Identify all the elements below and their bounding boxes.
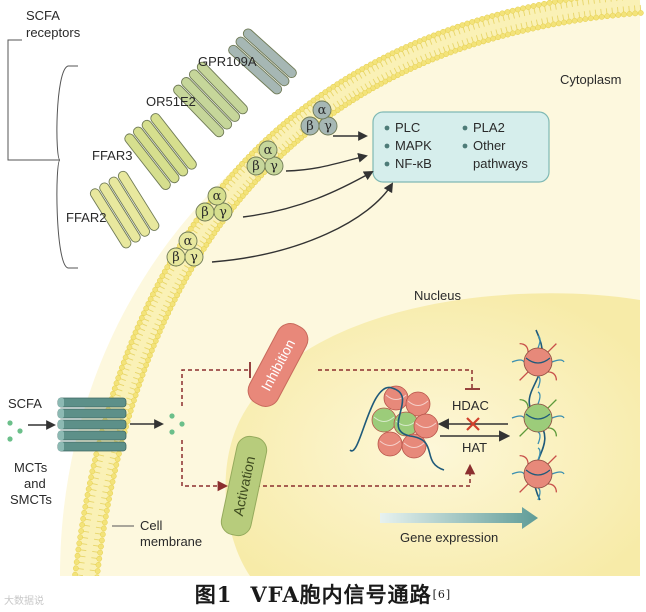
beta-subunit-label: β — [306, 119, 314, 134]
gene-expression-label: Gene expression — [400, 530, 498, 545]
gamma-subunit-label: γ — [190, 250, 198, 265]
scfa-molecules-outside — [7, 420, 23, 442]
open-chromatin — [511, 329, 565, 501]
receptor-arrows — [211, 131, 394, 263]
receptor-label-ffar3: FFAR3 — [92, 148, 132, 163]
pathway-item-other: Other — [473, 138, 506, 153]
pathway-item-pathways: pathways — [473, 156, 528, 171]
gene-expression-arrow — [380, 507, 538, 529]
gamma-subunit-label: γ — [219, 205, 227, 220]
hat-label: HAT — [462, 440, 487, 455]
gamma-subunit-label: γ — [270, 159, 278, 174]
figure-caption: 图1 VFA胞内信号通路[6] — [0, 576, 646, 612]
cytoplasm-label: Cytoplasm — [560, 72, 621, 87]
gamma-subunit-label: γ — [324, 119, 332, 134]
alpha-subunit-label: α — [264, 143, 273, 158]
transporter-helix — [57, 397, 127, 408]
transporter-helix — [57, 441, 127, 452]
pathway-item-mapk: MAPK — [395, 138, 432, 153]
pathway-item-plc: PLC — [395, 120, 420, 135]
transporter-label-2: and — [24, 476, 46, 491]
alpha-subunit-label: α — [213, 189, 222, 204]
receptor-label-or51e2: OR51E2 — [146, 94, 196, 109]
mct-smct-transporters — [57, 397, 127, 452]
alpha-subunit-label: α — [318, 103, 327, 118]
receptors-bracket — [7, 39, 78, 269]
receptor-label-ffar2: FFAR2 — [66, 210, 106, 225]
cell-membrane-label-1: Cell — [140, 518, 163, 533]
receptor-label-gpr109a: GPR109A — [198, 54, 257, 69]
activation-pill: Activation — [220, 435, 268, 537]
pathway-box — [372, 111, 550, 183]
transporter-helix — [57, 430, 127, 441]
transporter-label-1: MCTs — [14, 460, 48, 475]
pathway-list-right: PLA2 Other pathways — [462, 120, 528, 171]
activation-path — [181, 440, 476, 492]
scfa-label: SCFA — [8, 396, 42, 411]
hdac-label: HDAC — [452, 398, 489, 413]
beta-subunit-label: β — [252, 159, 260, 174]
pathway-list-left: PLC MAPK NF-κB — [384, 120, 432, 171]
scfa-receptors-label-2: receptors — [26, 25, 81, 40]
condensed-chromatin — [349, 385, 445, 471]
beta-subunit-label: β — [172, 250, 180, 265]
cell-membrane-label-2: membrane — [140, 534, 202, 549]
transporter-helix — [57, 419, 127, 430]
watermark: 大数据说 — [4, 596, 44, 607]
scfa-receptors-label-1: SCFA — [26, 8, 60, 23]
transporter-label-3: SMCTs — [10, 492, 52, 507]
pathway-item-pla2: PLA2 — [473, 120, 505, 135]
caption-title: VFA胞内信号通路 — [250, 582, 432, 607]
nucleus-label: Nucleus — [414, 288, 461, 303]
open-nucleosome — [511, 447, 565, 501]
caption-ref: [6] — [432, 587, 452, 601]
open-nucleosome — [511, 391, 565, 445]
beta-subunit-label: β — [201, 205, 209, 220]
hdac-block-icon — [466, 417, 480, 431]
pathway-item-nfkb: NF-κB — [395, 156, 432, 171]
inhibition-path — [181, 369, 473, 406]
cell-membrane — [72, 0, 644, 581]
transporter-helix — [57, 408, 127, 419]
scfa-molecules-inside — [169, 413, 185, 435]
open-nucleosome — [511, 335, 565, 389]
caption-number: 图1 — [194, 582, 233, 607]
alpha-subunit-label: α — [184, 234, 193, 249]
